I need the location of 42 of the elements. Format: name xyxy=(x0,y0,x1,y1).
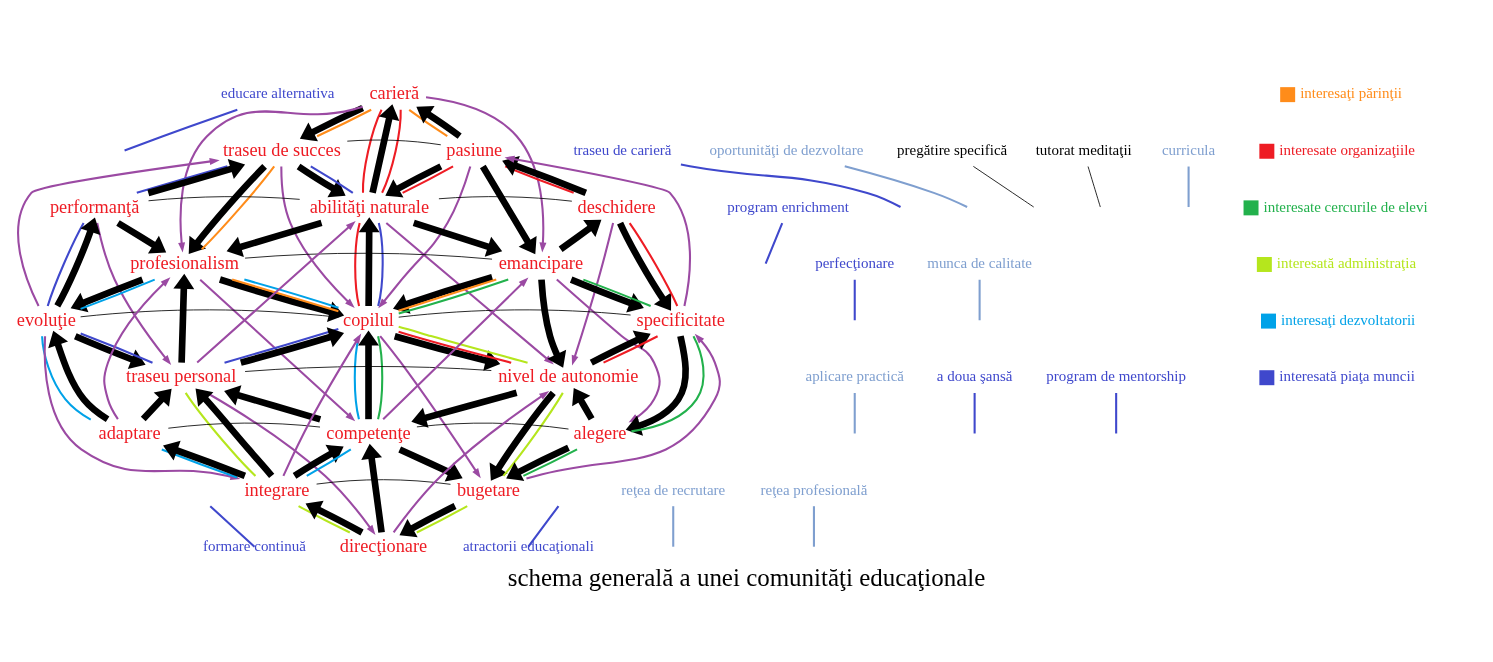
node-text: aplicare practică xyxy=(805,367,904,384)
node-text: evoluţie xyxy=(16,309,76,330)
node-text: competenţe xyxy=(326,422,411,443)
node-text: profesionalism xyxy=(130,252,239,273)
legend-label: interesate cercurile de elevi xyxy=(1263,198,1428,215)
legend-label: interesate organizaţiile xyxy=(1279,141,1415,158)
node-text: atractorii educaţionali xyxy=(462,537,594,554)
node-text: alegere xyxy=(573,422,627,443)
node-text: performanţă xyxy=(49,196,140,217)
legend-label: interesaţi părinţii xyxy=(1300,84,1402,101)
node-text: program enrichment xyxy=(727,198,850,215)
legend-label: interesată administraţia xyxy=(1276,254,1417,271)
node-text: tutorat meditaţii xyxy=(1035,141,1132,158)
node-text: specificitate xyxy=(636,309,725,330)
node-text: formare continuă xyxy=(203,537,306,554)
node-text: traseu personal xyxy=(126,365,237,386)
node-text: reţea de recrutare xyxy=(621,481,726,498)
node-text: emancipare xyxy=(498,252,584,273)
node-text: traseu de carieră xyxy=(573,141,672,158)
node-text: integrare xyxy=(244,479,310,500)
node-text: traseu de succes xyxy=(223,139,341,160)
node-text: pasiune xyxy=(446,139,503,160)
diagram-title: schema generală a unei comunităţi educaţionale xyxy=(507,563,986,591)
node-text: reţea profesională xyxy=(760,481,868,498)
node-text: abilităţi naturale xyxy=(309,196,430,217)
node-text: nivel de autonomie xyxy=(498,365,639,386)
node-text: adaptare xyxy=(98,422,161,443)
node-text: curricula xyxy=(1161,141,1216,158)
node-text: oportunităţi de dezvoltare xyxy=(709,141,864,158)
node-text: bugetare xyxy=(456,479,520,500)
node-text: pregătire specifică xyxy=(897,141,1008,158)
node-text: program de mentorship xyxy=(1046,367,1186,384)
node-text: munca de calitate xyxy=(927,254,1032,271)
node-text: perfecţionare xyxy=(815,254,895,271)
node-text: carieră xyxy=(369,82,420,103)
node-text: educare alternativa xyxy=(221,84,335,101)
legend-label: interesaţi dezvoltatorii xyxy=(1281,311,1416,328)
legend-label: interesată piaţa muncii xyxy=(1279,367,1415,384)
node-text: deschidere xyxy=(577,196,656,217)
node-text: direcţionare xyxy=(339,535,428,556)
node-text: copilul xyxy=(343,309,394,330)
node-text: a doua şansă xyxy=(936,367,1013,384)
